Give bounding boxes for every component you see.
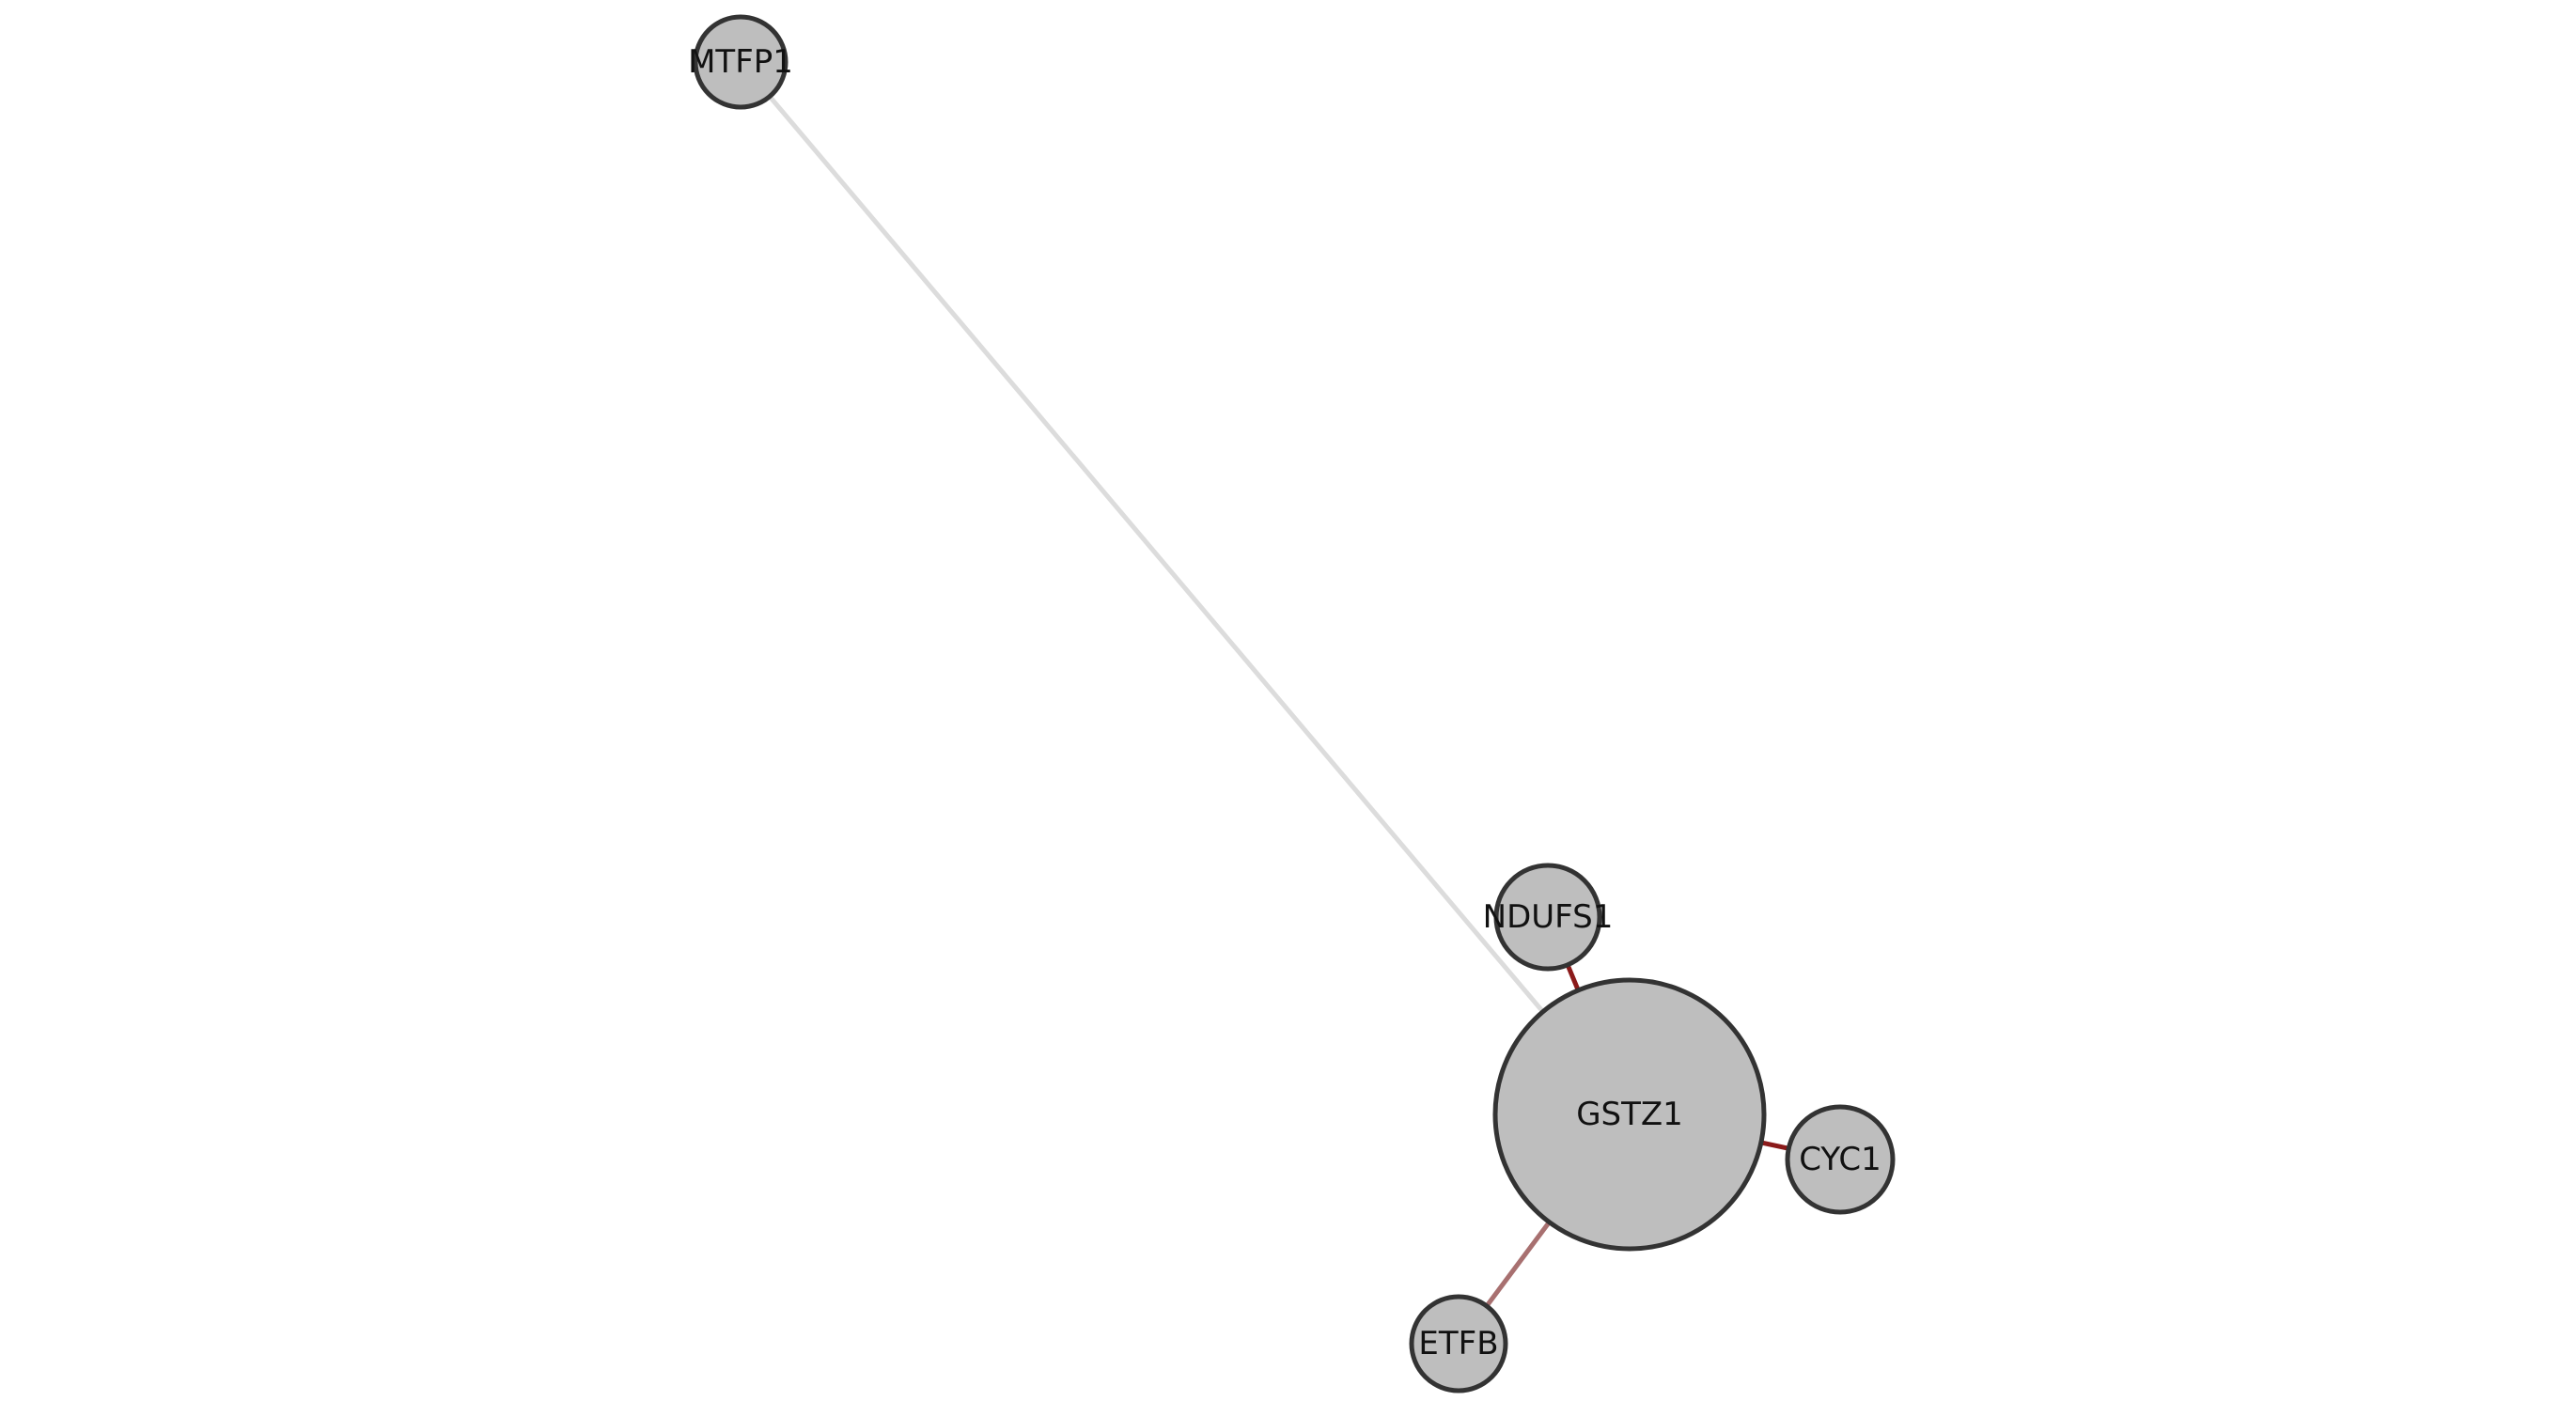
node-etfb-circle: [1409, 1294, 1508, 1393]
node-etfb[interactable]: ETFB: [1409, 1294, 1508, 1393]
node-gstz1-circle: [1492, 977, 1767, 1252]
node-cyc1-circle: [1785, 1104, 1896, 1215]
edge-gstz1-mtfp1: [739, 60, 1631, 1116]
node-mtfp1-label: MTFP1: [688, 43, 793, 81]
node-ndufs1[interactable]: NDUFS1: [1483, 863, 1614, 972]
node-gstz1-label: GSTZ1: [1576, 1096, 1683, 1133]
node-etfb-label: ETFB: [1418, 1325, 1498, 1362]
nodes-layer: MTFP1 NDUFS1 GSTZ1 CYC1 ETFB: [688, 14, 1896, 1393]
node-cyc1[interactable]: CYC1: [1785, 1104, 1896, 1215]
node-mtfp1-circle: [693, 14, 788, 110]
node-gstz1[interactable]: GSTZ1: [1492, 977, 1767, 1252]
node-cyc1-label: CYC1: [1799, 1141, 1881, 1178]
node-mtfp1[interactable]: MTFP1: [688, 14, 793, 110]
node-ndufs1-circle: [1493, 863, 1602, 972]
node-ndufs1-label: NDUFS1: [1483, 898, 1614, 936]
